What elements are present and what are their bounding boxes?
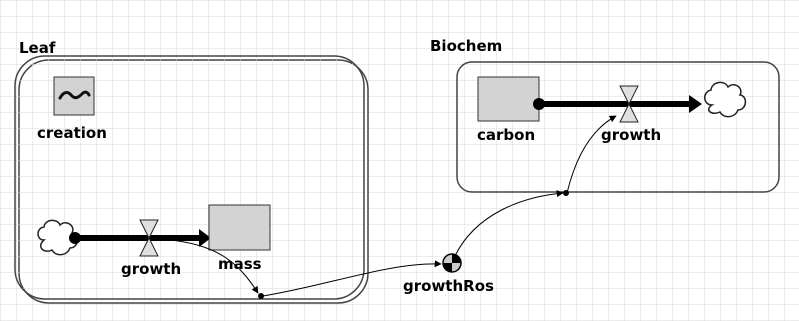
carbon-stock[interactable]: carbon bbox=[477, 76, 540, 144]
connector-node-icon bbox=[442, 253, 462, 273]
growthRos-label: growthRos bbox=[403, 277, 494, 295]
module-leaf[interactable]: Leaf bbox=[14, 39, 369, 304]
biochem-growth-arrowhead bbox=[689, 95, 702, 113]
module-leaf-label: Leaf bbox=[19, 39, 56, 57]
leaf-growth-source-dot bbox=[69, 232, 81, 244]
leaf-growth-flow[interactable]: growth bbox=[69, 219, 211, 278]
creation-label: creation bbox=[37, 124, 107, 142]
creation-wave-icon bbox=[58, 90, 91, 100]
connector-junction-to-growth bbox=[566, 115, 617, 194]
biochem-growth-label: growth bbox=[601, 126, 661, 144]
junction-dot bbox=[563, 190, 569, 196]
info-connectors bbox=[169, 115, 617, 299]
carbon-box bbox=[477, 76, 540, 122]
leaf-growth-arrowhead bbox=[199, 229, 211, 247]
mass-stock[interactable]: mass bbox=[208, 204, 271, 273]
carbon-label: carbon bbox=[477, 126, 535, 144]
junction-dot bbox=[258, 293, 264, 299]
biochem-growth-flow[interactable]: growth bbox=[533, 85, 702, 144]
hourglass-valve-icon bbox=[139, 219, 159, 257]
biochem-growth-source-dot bbox=[533, 98, 545, 110]
connector-growth-to-junction bbox=[169, 239, 259, 294]
connector-growthRos-to-junction bbox=[454, 190, 564, 257]
hourglass-valve-icon bbox=[619, 85, 639, 123]
connector-junction-to-growthRos bbox=[262, 260, 442, 297]
module-biochem-label: Biochem bbox=[430, 37, 502, 55]
biochem-sink-cloud-icon bbox=[704, 81, 747, 118]
growthRos-variable[interactable]: growthRos bbox=[403, 253, 494, 295]
mass-box bbox=[208, 204, 271, 251]
leaf-growth-label: growth bbox=[121, 260, 181, 278]
creation-node[interactable]: creation bbox=[37, 76, 107, 142]
